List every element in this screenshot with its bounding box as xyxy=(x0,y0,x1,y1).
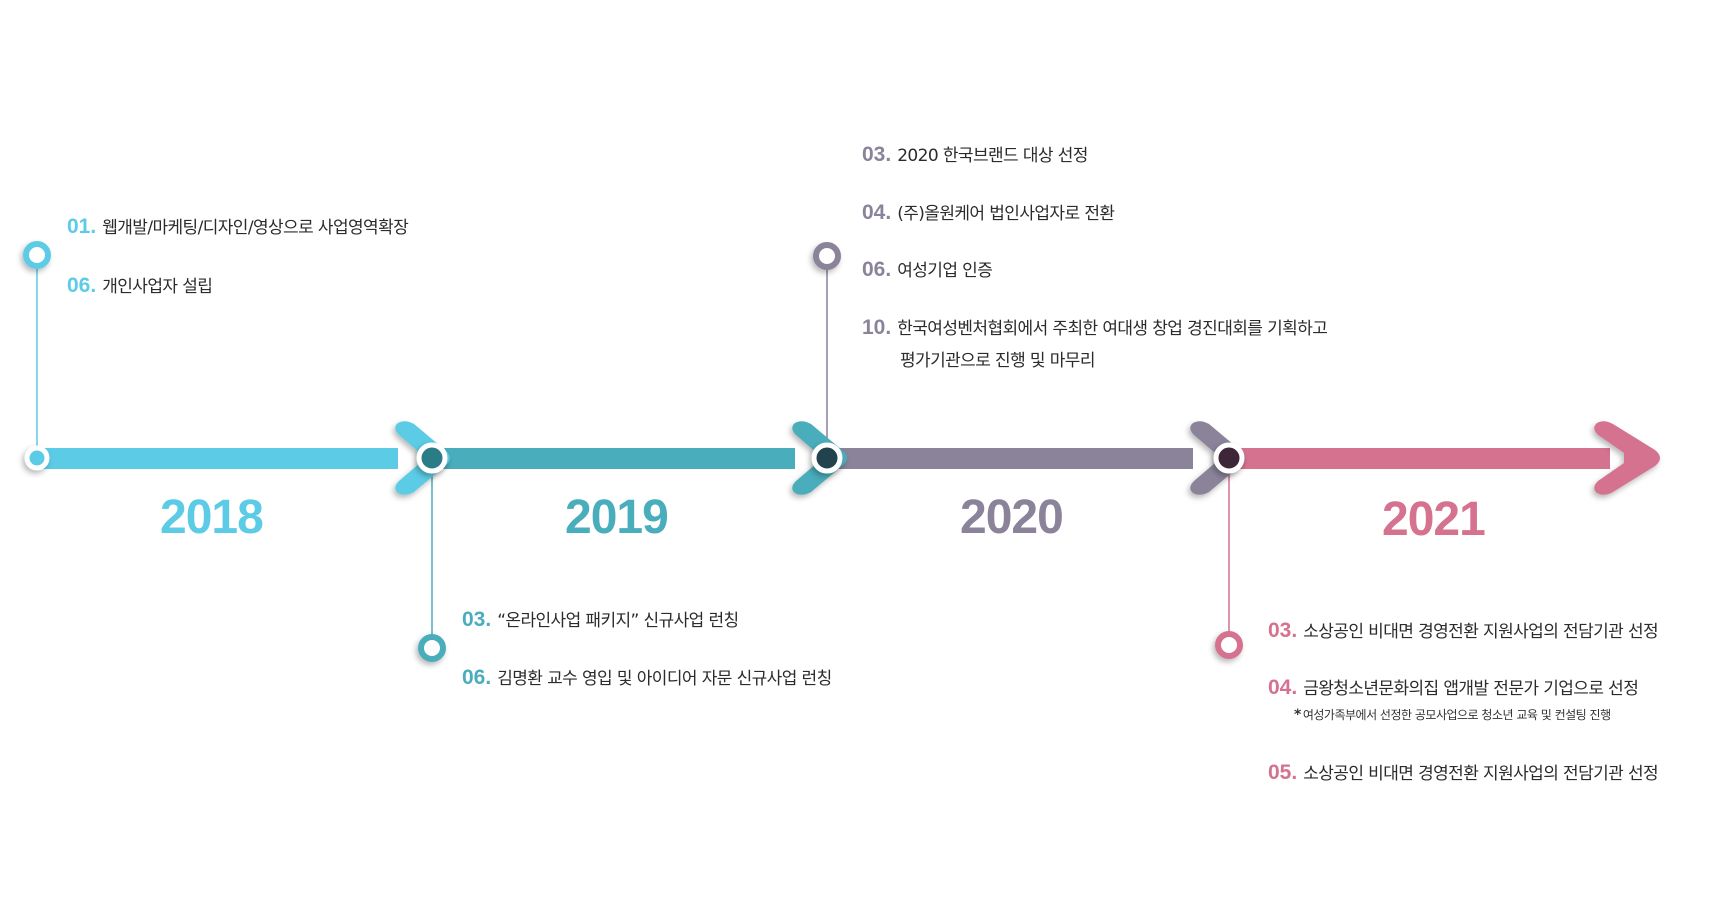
arrow-segment-2021 xyxy=(1229,448,1610,469)
event-2020-10: 10.한국여성벤처협회에서 주최한 여대생 창업 경진대회를 기획하고 평가기관… xyxy=(862,314,1328,371)
event-month: 03. xyxy=(1268,619,1298,642)
event-month: 05. xyxy=(1268,761,1298,784)
event-2021-04: 04.금왕청소년문화의집 앱개발 전문가 기업으로 선정 xyxy=(1268,674,1639,700)
node-2018 xyxy=(24,445,50,471)
event-2019-06: 06.김명환 교수 영입 및 아이디어 자문 신규사업 런칭 xyxy=(462,664,832,690)
arrow-segment-2018 xyxy=(38,448,398,469)
event-2018-06: 06.개인사업자 설립 xyxy=(67,272,213,298)
year-label-2018: 2018 xyxy=(160,491,264,544)
arrow-segment-2020 xyxy=(827,448,1193,469)
event-month: 04. xyxy=(862,201,892,224)
event-month: 06. xyxy=(862,258,892,281)
event-text: 소상공인 비대면 경영전환 지원사업의 전담기관 선정 xyxy=(1303,622,1659,642)
chevron-final xyxy=(1594,421,1660,495)
ring-2018 xyxy=(23,241,51,269)
event-month: 04. xyxy=(1268,676,1298,699)
node-2019 xyxy=(416,442,448,474)
event-2019-03: 03.“온라인사업 패키지” 신규사업 런칭 xyxy=(462,606,739,632)
note-text: 여성가족부에서 선정한 공모사업으로 청소년 교육 및 컨설팅 진행 xyxy=(1302,708,1611,722)
event-month: 01. xyxy=(67,215,97,238)
event-text: 2020 한국브랜드 대상 선정 xyxy=(897,146,1088,166)
year-label-2020: 2020 xyxy=(960,491,1064,544)
year-label-2019: 2019 xyxy=(565,491,669,544)
event-text: 여성기업 인증 xyxy=(897,261,993,281)
ring-2020 xyxy=(813,242,841,270)
event-text: 웹개발/마케팅/디자인/영상으로 사업영역확장 xyxy=(102,218,409,238)
event-text: 김명환 교수 영입 및 아이디어 자문 신규사업 런칭 xyxy=(497,669,832,689)
event-text-line2: 평가기관으로 진행 및 마무리 xyxy=(900,351,1096,371)
event-2021-04-note: *여성가족부에서 선정한 공모사업으로 청소년 교육 및 컨설팅 진행 xyxy=(1294,706,1611,723)
event-2020-04: 04.(주)올원케어 법인사업자로 전환 xyxy=(862,199,1115,225)
node-2021 xyxy=(1213,442,1245,474)
ring-2021 xyxy=(1215,631,1243,659)
event-2020-06: 06.여성기업 인증 xyxy=(862,256,993,282)
arrow-segment-2019 xyxy=(432,448,795,469)
event-2018-01: 01.웹개발/마케팅/디자인/영상으로 사업영역확장 xyxy=(67,213,409,239)
event-month: 06. xyxy=(67,274,97,297)
event-2021-05: 05.소상공인 비대면 경영전환 지원사업의 전담기관 선정 xyxy=(1268,759,1659,785)
ring-2019 xyxy=(418,634,446,662)
event-text: 소상공인 비대면 경영전환 지원사업의 전담기관 선정 xyxy=(1303,764,1659,784)
event-text: 금왕청소년문화의집 앱개발 전문가 기업으로 선정 xyxy=(1303,679,1639,699)
event-text: “온라인사업 패키지” 신규사업 런칭 xyxy=(497,611,739,631)
event-2020-03: 03.2020 한국브랜드 대상 선정 xyxy=(862,141,1088,167)
event-2021-03: 03.소상공인 비대면 경영전환 지원사업의 전담기관 선정 xyxy=(1268,617,1659,643)
asterisk-icon: * xyxy=(1294,707,1301,723)
event-text: 개인사업자 설립 xyxy=(102,277,213,297)
event-month: 03. xyxy=(462,608,492,631)
node-2020 xyxy=(811,442,843,474)
event-text: 한국여성벤처협회에서 주최한 여대생 창업 경진대회를 기획하고 xyxy=(897,319,1328,339)
year-label-2021: 2021 xyxy=(1382,493,1486,546)
event-month: 03. xyxy=(862,143,892,166)
event-month: 10. xyxy=(862,316,892,339)
event-month: 06. xyxy=(462,666,492,689)
event-text: (주)올원케어 법인사업자로 전환 xyxy=(897,204,1115,224)
